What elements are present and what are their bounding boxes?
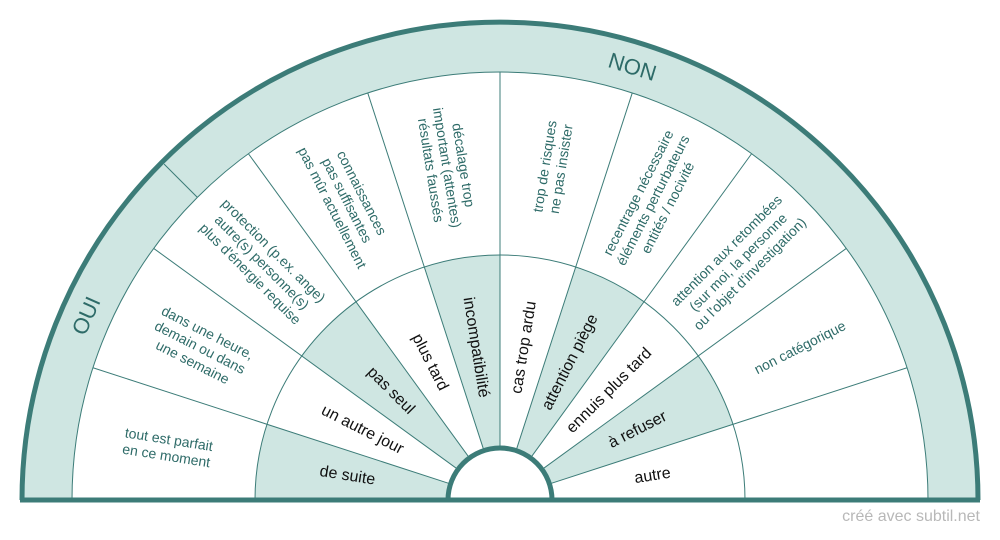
inner-cell — [516, 266, 645, 458]
outer-ring — [22, 22, 978, 501]
credit-text: créé avec subtil.net — [842, 508, 980, 525]
pendulum-hub — [445, 445, 555, 503]
inner-cell — [542, 355, 734, 484]
inner-band-edge — [254, 254, 746, 501]
svg-text:autre: autre — [633, 465, 672, 488]
inner-cell — [266, 355, 458, 484]
inner-cell — [424, 255, 500, 451]
sector-divider — [153, 248, 459, 470]
sector-divider — [367, 92, 485, 451]
inner-cell — [530, 301, 699, 470]
sector-divider — [248, 153, 470, 459]
outer-border — [19, 19, 981, 501]
sector-divider — [515, 92, 633, 451]
sector-divider — [92, 367, 451, 485]
inner-cell — [355, 266, 484, 458]
inner-cell — [255, 424, 451, 500]
inner-cell — [500, 255, 576, 451]
ring-inner-edge — [71, 71, 929, 501]
sector-divider — [530, 153, 752, 459]
sector-divider — [549, 367, 908, 485]
inner-cell — [301, 301, 470, 470]
sector-divider — [541, 248, 847, 470]
inner-label: autre — [633, 465, 672, 488]
inner-cell — [549, 424, 745, 500]
group-divider — [163, 163, 198, 198]
